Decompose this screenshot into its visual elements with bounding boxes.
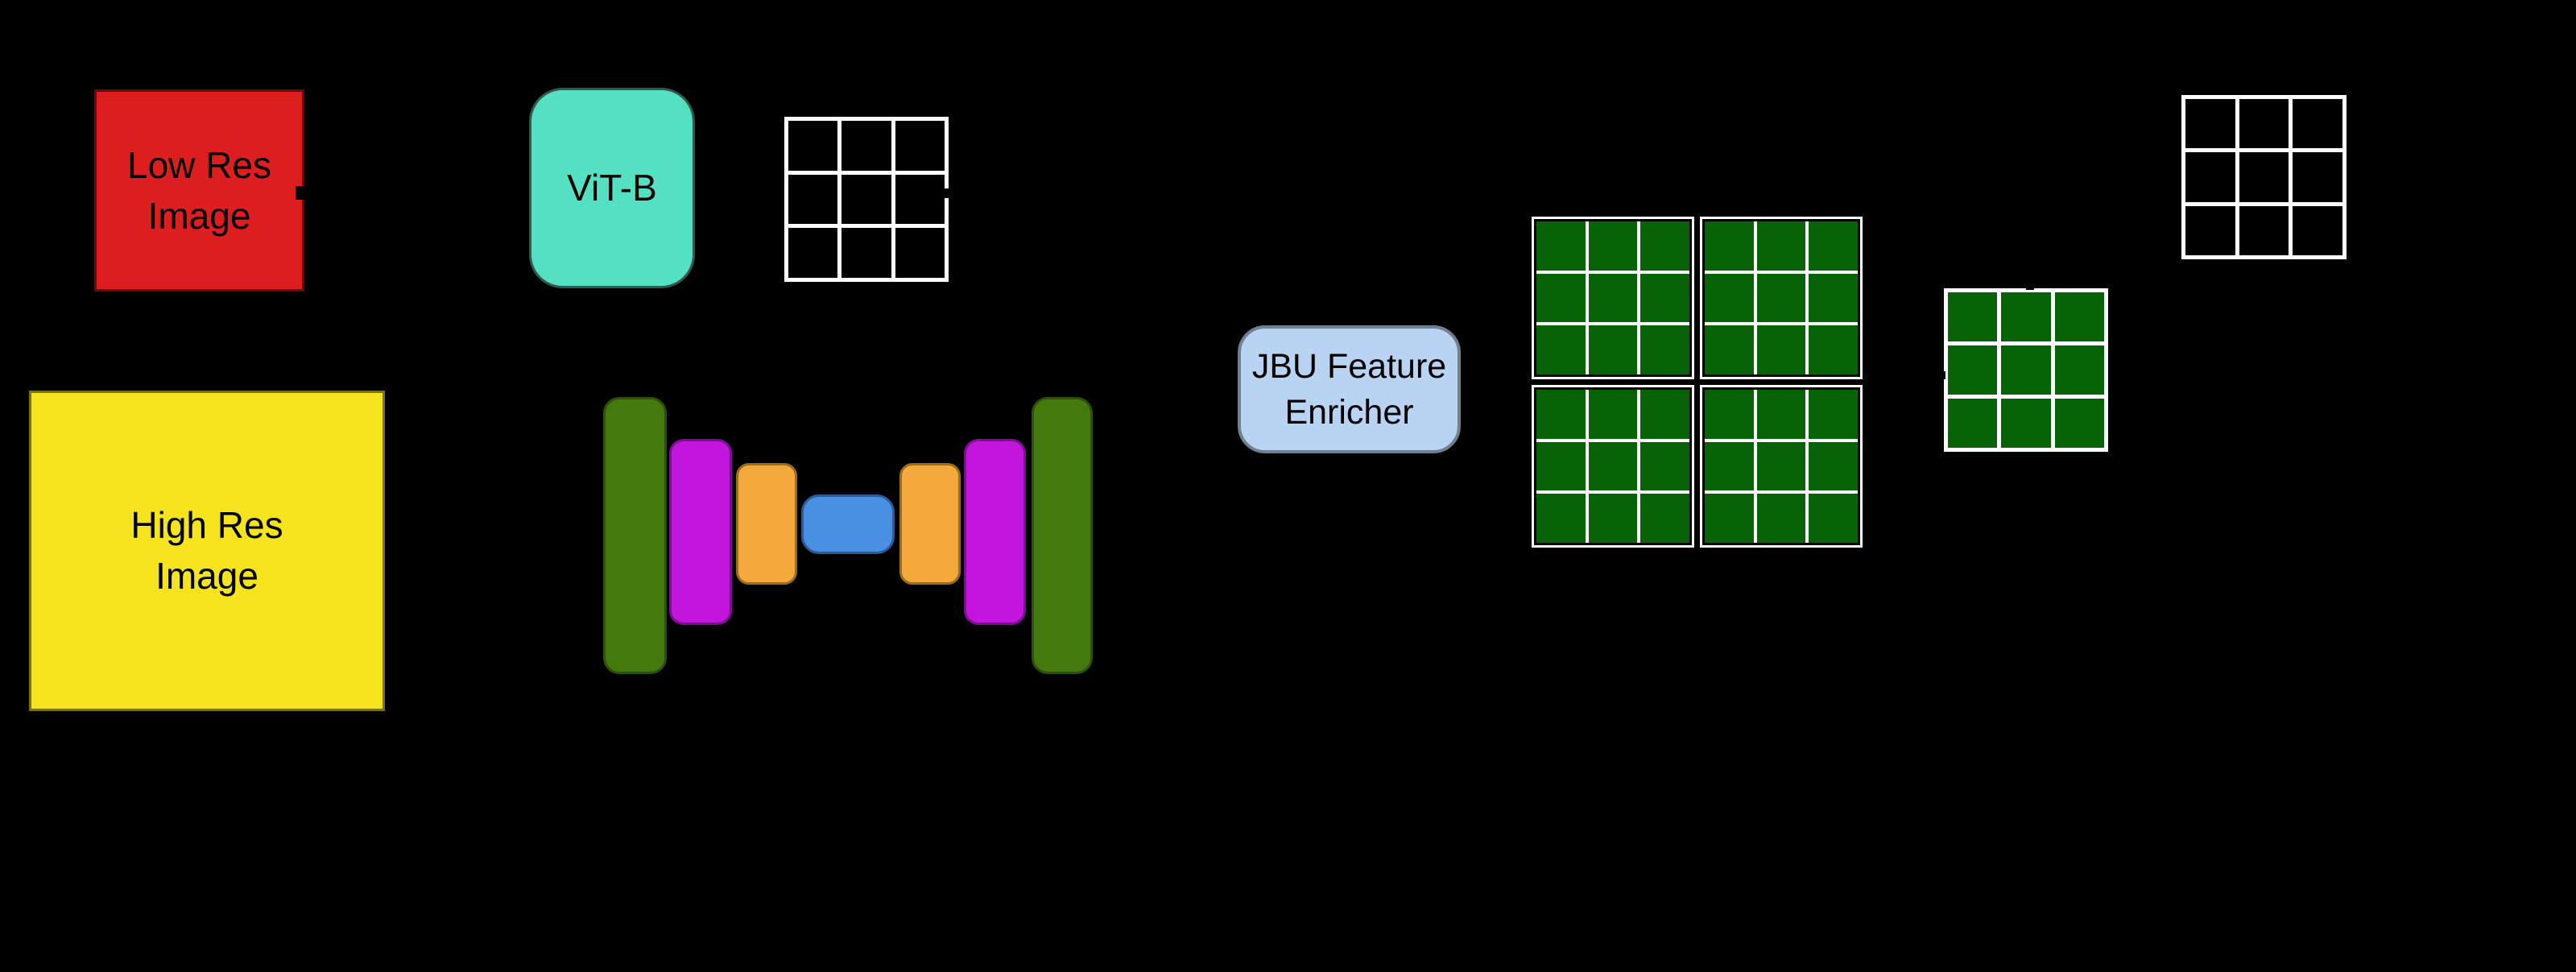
low-res-label-line2: Image	[147, 194, 251, 237]
grid-cell	[895, 228, 945, 278]
grid-cell	[788, 174, 838, 225]
grid-cell	[1640, 273, 1689, 323]
grid-cell	[2185, 99, 2235, 149]
grid-cell	[1705, 441, 1754, 491]
decoder-bar-outer-right	[1032, 397, 1093, 674]
vit-b-label: ViT-B	[567, 167, 657, 209]
vit-b-box: ViT-B	[529, 88, 695, 288]
grid-cell	[1756, 494, 1806, 543]
high-res-label-line1: High Res	[130, 504, 283, 546]
grid-cell	[2293, 99, 2342, 149]
grid-cell	[1809, 273, 1858, 323]
grid-cell	[1705, 221, 1754, 271]
bottleneck-bar	[801, 494, 895, 554]
grid-cell	[2054, 292, 2104, 341]
grid-cell	[2293, 152, 2342, 202]
jbu-label-line2: Enricher	[1284, 392, 1414, 432]
grid-cell	[1948, 399, 1998, 448]
grid-cell	[841, 121, 891, 171]
grid-cell	[1536, 390, 1586, 439]
vit-patch-grid	[784, 117, 949, 282]
grid-cell	[2239, 152, 2289, 202]
grid-cell	[841, 174, 891, 225]
grid-cell	[2185, 205, 2235, 255]
grid-cell	[2054, 345, 2104, 395]
low-res-image-box: Low Res Image	[94, 89, 304, 292]
grid-cell	[1640, 325, 1689, 374]
grid-cell	[1705, 325, 1754, 374]
grid-cell	[1705, 273, 1754, 323]
high-res-image-box: High Res Image	[29, 391, 385, 711]
grid-cell	[2293, 205, 2342, 255]
grid-cell	[1809, 221, 1858, 271]
high-res-label-line2: Image	[155, 555, 258, 597]
grid-cell	[1705, 390, 1754, 439]
output-patch-grid	[2181, 95, 2347, 259]
grid-cell	[895, 121, 945, 171]
grid-cell	[2001, 292, 2051, 341]
autoencoder-hourglass	[603, 397, 1094, 674]
grid-cell	[1640, 441, 1689, 491]
encoder-bar-mid-left	[669, 439, 732, 625]
arrow-stub	[2026, 283, 2034, 290]
grid-cell	[2239, 99, 2289, 149]
grid-cell	[1588, 325, 1638, 374]
decoder-bar-inner-right	[899, 463, 961, 585]
grid-cell	[1588, 221, 1638, 271]
grid-cell	[1756, 390, 1806, 439]
feature-grid-quadrant-cells	[1705, 221, 1858, 374]
grid-cell	[1536, 221, 1586, 271]
grid-cell	[1756, 273, 1806, 323]
low-res-label-line1: Low Res	[127, 143, 271, 186]
grid-cell	[1756, 221, 1806, 271]
feature-grid-quadrant-top-right	[1700, 217, 1863, 379]
feature-grid-quadrant-cells	[1536, 221, 1689, 374]
grid-cell	[788, 121, 838, 171]
grid-cell	[1809, 325, 1858, 374]
grid-cell	[1640, 221, 1689, 271]
grid-cell	[1588, 441, 1638, 491]
grid-cell	[2239, 205, 2289, 255]
grid-cell	[2001, 399, 2051, 448]
grid-cell	[1756, 325, 1806, 374]
encoder-bar-outer-left	[603, 397, 667, 674]
feature-grid-quadrant-cells	[1536, 390, 1689, 543]
encoder-bar-inner-left	[736, 463, 797, 585]
grid-cell	[2001, 345, 2051, 395]
grid-cell	[1640, 494, 1689, 543]
grid-cell	[1640, 390, 1689, 439]
grid-cell	[895, 174, 945, 225]
grid-cell	[1948, 345, 1998, 395]
low-res-feature-grid	[1944, 288, 2108, 452]
grid-cell	[1809, 390, 1858, 439]
grid-cell	[841, 228, 891, 278]
grid-cell	[1948, 292, 1998, 341]
grid-cell	[1588, 494, 1638, 543]
feature-grid-quadrant-cells	[1705, 390, 1858, 543]
arrow-stub	[296, 186, 307, 200]
jbu-label-line1: JBU Feature	[1251, 346, 1447, 386]
grid-cell	[1809, 441, 1858, 491]
grid-cell	[1756, 441, 1806, 491]
grid-cell	[1809, 494, 1858, 543]
jbu-feature-enricher-box: JBU Feature Enricher	[1238, 325, 1461, 453]
arrow-stub	[1939, 371, 1945, 379]
grid-cell	[1536, 325, 1586, 374]
grid-cell	[1536, 494, 1586, 543]
feature-grid-quadrant-top-left	[1532, 217, 1694, 379]
feature-grid-quadrant-bottom-right	[1700, 385, 1863, 548]
grid-cell	[1536, 441, 1586, 491]
grid-cell	[2054, 399, 2104, 448]
grid-cell	[1588, 390, 1638, 439]
arrow-stub	[942, 188, 952, 198]
grid-cell	[2185, 152, 2235, 202]
high-res-feature-grid	[1532, 217, 1863, 548]
grid-cell	[788, 228, 838, 278]
feature-grid-quadrant-bottom-left	[1532, 385, 1694, 548]
grid-cell	[1536, 273, 1586, 323]
grid-cell	[1705, 494, 1754, 543]
grid-cell	[1588, 273, 1638, 323]
decoder-bar-mid-right	[964, 439, 1026, 625]
